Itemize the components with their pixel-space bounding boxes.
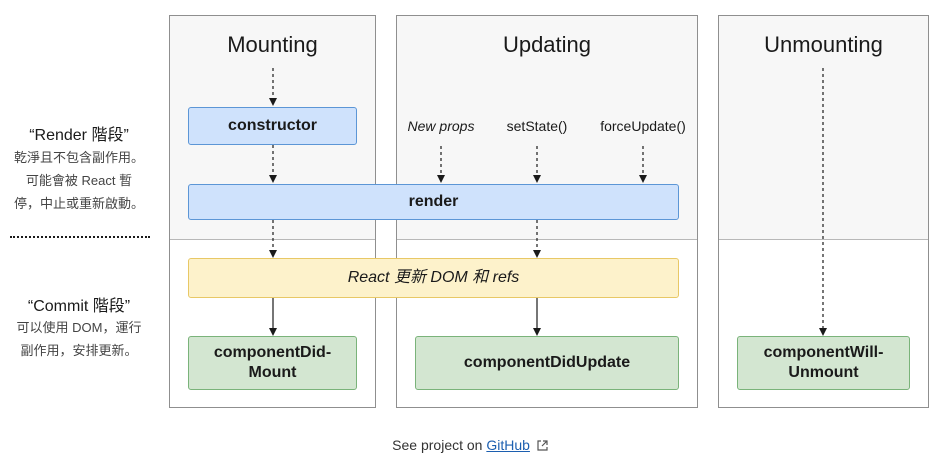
arrowhead: [533, 250, 541, 258]
component-did-update-label: componentDidUpdate: [463, 354, 631, 371]
component-did-mount-box: componentDid- Mount: [188, 336, 357, 390]
react-updates-dom-label: React 更新 DOM 和 refs: [347, 269, 520, 286]
component-did-mount-label-line1: componentDid-: [213, 344, 332, 361]
unmounting-title: Unmounting: [764, 32, 883, 57]
arrowhead: [269, 175, 277, 183]
mounting-title: Mounting: [227, 32, 318, 57]
external-link-icon[interactable]: [537, 438, 548, 454]
phase-divider: [10, 236, 150, 238]
arrowhead: [437, 175, 445, 183]
arrowhead: [269, 328, 277, 336]
constructor-box: constructor: [188, 107, 357, 145]
commit-phase-title: “Commit 階段”: [27, 298, 131, 315]
footer-prefix: See project on: [392, 437, 483, 453]
component-will-unmount-label-line2: Unmount: [788, 364, 859, 381]
render-phase-description: 乾淨且不包含副作用。 可能會被 React 暫 停，中止或重新啟動。: [0, 146, 158, 215]
arrowhead: [639, 175, 647, 183]
set-state-trigger: setState(): [506, 118, 568, 134]
arrowhead: [269, 98, 277, 106]
render-desc-line: 可能會被 React 暫: [25, 173, 133, 188]
render-label: render: [408, 193, 459, 210]
force-update-trigger: forceUpdate(): [600, 118, 686, 134]
commit-desc-line: 副作用，安排更新。: [20, 343, 138, 358]
react-updates-dom-box: React 更新 DOM 和 refs: [188, 258, 679, 298]
component-did-update-box: componentDidUpdate: [415, 336, 679, 390]
new-props-trigger: New props: [407, 118, 475, 134]
render-desc-line: 乾淨且不包含副作用。: [13, 150, 144, 165]
render-box: render: [188, 184, 679, 220]
github-link[interactable]: GitHub: [486, 437, 530, 453]
render-desc-line: 停，中止或重新啟動。: [13, 196, 144, 211]
commit-phase-description: 可以使用 DOM，運行 副作用，安排更新。: [0, 316, 158, 362]
arrowhead: [269, 250, 277, 258]
footer: See project on GitHub: [0, 437, 940, 454]
arrowhead: [819, 328, 827, 336]
updating-title: Updating: [502, 32, 592, 57]
commit-desc-line: 可以使用 DOM，運行: [16, 320, 142, 335]
component-will-unmount-label-line1: componentWill-: [763, 344, 884, 361]
render-phase-title: “Render 階段”: [29, 127, 129, 144]
component-will-unmount-box: componentWill- Unmount: [737, 336, 910, 390]
component-did-mount-label-line2: Mount: [248, 364, 297, 381]
constructor-label: constructor: [228, 117, 317, 134]
arrowhead: [533, 328, 541, 336]
arrowhead: [533, 175, 541, 183]
